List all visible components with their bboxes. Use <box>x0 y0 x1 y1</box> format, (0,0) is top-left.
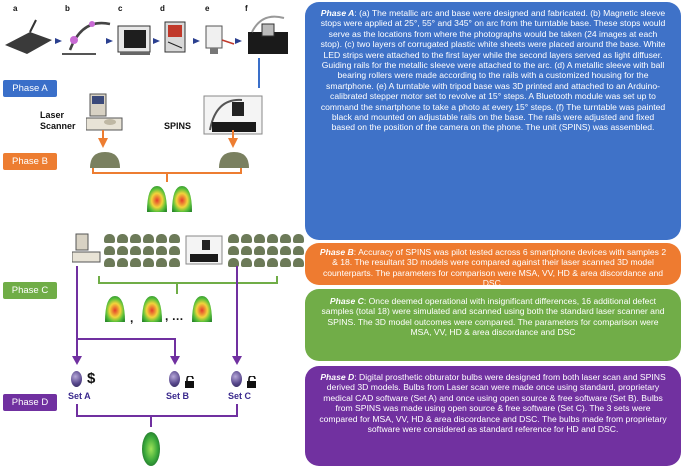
phase-c-heatmap-1 <box>105 296 125 322</box>
phase-b-panel-heading: Phase B <box>319 247 354 257</box>
step-label-b: b <box>65 4 70 13</box>
step-label-a: a <box>13 4 18 13</box>
set-b-arrow <box>170 356 180 365</box>
laser-label-line2: Scanner <box>40 121 76 131</box>
spins-3d-model <box>219 152 249 168</box>
phase-d-right-stem <box>236 404 238 416</box>
set-b-bulb <box>169 371 180 387</box>
set-c-label: Set C <box>228 391 252 401</box>
phase-c-panel-heading: Phase C <box>329 296 364 306</box>
set-a-b-link <box>76 338 176 340</box>
phase-c-bracket <box>98 282 278 284</box>
spins-label: SPINS <box>164 121 192 131</box>
set-a-label: Set A <box>68 391 91 401</box>
comma-separator: , <box>130 311 134 325</box>
step-label-d: d <box>160 4 165 13</box>
set-c-arrow <box>232 356 242 365</box>
phase-a-panel-body: : (a) The metallic arc and base were des… <box>320 8 666 133</box>
phase-a-panel-heading: Phase A <box>320 8 355 18</box>
set-a-bulb <box>71 371 82 387</box>
laser-3d-model <box>90 152 120 168</box>
phase-b-bracket-left <box>92 168 94 174</box>
step-label-c: c <box>118 4 123 13</box>
phase-d-tag: Phase D <box>3 394 57 411</box>
dollar-icon: $ <box>87 370 96 387</box>
phase-d-panel-body: : Digital prosthetic obturator bulbs wer… <box>319 372 667 435</box>
phase-d-panel: Phase D: Digital prosthetic obturator bu… <box>305 366 681 466</box>
turntable-image <box>205 25 235 54</box>
laser-scanner-image <box>86 93 123 131</box>
fabrication-steps-illustration <box>5 15 288 55</box>
phase-c-panel-body: : Once deemed operational with insignifi… <box>321 296 665 338</box>
set-c-bulb <box>231 371 242 387</box>
phase-d-panel-heading: Phase D <box>320 372 355 382</box>
sleeve-housing-image <box>164 21 186 53</box>
laser-down-arrow <box>98 138 108 148</box>
phase-c-spins-device <box>185 235 223 265</box>
phase-c-bracket-right <box>276 276 278 284</box>
laser-label-line1: Laser <box>40 110 65 120</box>
laser-to-set-a-line <box>76 266 78 340</box>
set-a-drop <box>76 340 78 358</box>
assembled-spins-image <box>248 15 288 54</box>
phase-c-center-stem <box>176 284 178 294</box>
phase-b-center-stem <box>166 174 168 182</box>
phase-d-bracket <box>76 415 238 417</box>
phase-a-panel: Phase A: (a) The metallic arc and base w… <box>305 2 681 240</box>
spins-down-arrow <box>228 138 238 148</box>
phase-b-tag: Phase B <box>3 153 57 170</box>
ellipsis-separator: , … <box>165 309 184 323</box>
set-b-label: Set B <box>166 391 190 401</box>
phase-b-heatmap-models <box>147 186 192 212</box>
step-label-f: f <box>245 4 248 13</box>
phase-b-bracket <box>92 172 242 174</box>
phase-a-connector <box>258 58 260 88</box>
phase-b-bracket-right <box>240 168 242 174</box>
phase-d-left-stem <box>76 404 78 416</box>
metallic-arc-image <box>62 21 111 55</box>
phase-b-panel: Phase B: Accuracy of SPINS was pilot tes… <box>305 243 681 289</box>
unlock-icon-set-b <box>185 376 194 388</box>
metallic-base-image <box>5 19 52 54</box>
phase-c-heatmap-3 <box>192 296 212 322</box>
phase-b-panel-body: : Accuracy of SPINS was pilot tested acr… <box>322 247 667 289</box>
spins-to-set-c-line <box>236 266 238 358</box>
phase-c-heatmap-2 <box>142 296 162 322</box>
phase-c-bracket-left <box>98 276 100 284</box>
phase-c-tag: Phase C <box>3 282 57 299</box>
phase-c-panel: Phase C: Once deemed operational with in… <box>305 289 681 361</box>
unlock-icon-set-c <box>247 376 256 388</box>
diffuser-box-image <box>117 25 151 55</box>
spins-device-image <box>203 95 263 135</box>
spins-arrow-stem <box>232 130 234 140</box>
set-b-drop <box>174 338 176 358</box>
phase-a-tag: Phase A <box>3 80 57 97</box>
phase-c-laser-scanner <box>72 233 101 263</box>
final-bulb-heatmap <box>142 432 160 466</box>
laser-arrow-stem <box>102 130 104 140</box>
set-a-arrow <box>72 356 82 365</box>
step-label-e: e <box>205 4 210 13</box>
phase-d-center-stem <box>150 417 152 427</box>
